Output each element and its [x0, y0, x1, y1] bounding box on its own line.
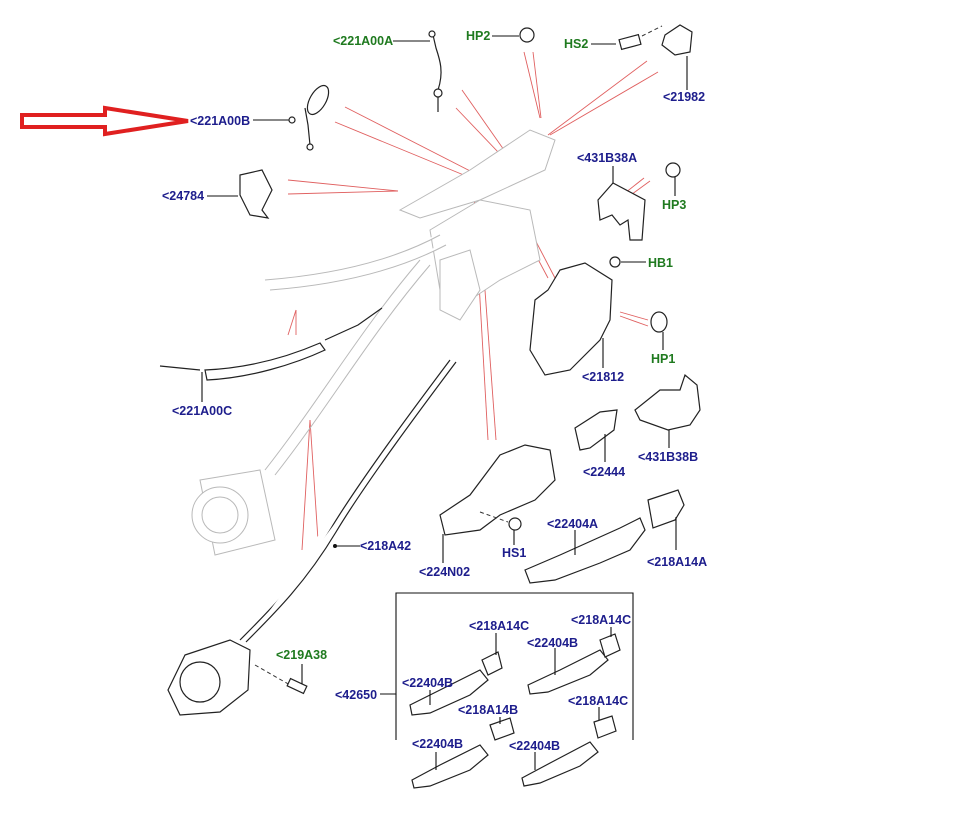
part-431B38B	[634, 373, 701, 448]
label-22404B-3[interactable]: <22404B	[412, 737, 464, 751]
label-221A00B[interactable]: <221A00B	[190, 114, 251, 128]
part-HS2	[591, 25, 663, 51]
label-HP3[interactable]: HP3	[662, 198, 687, 212]
label-22404B-1[interactable]: <22404B	[527, 636, 579, 650]
part-22404A	[524, 517, 646, 584]
part-lower-latch	[167, 639, 291, 716]
label-HB1[interactable]: HB1	[648, 256, 674, 270]
label-24784[interactable]: <24784	[162, 189, 205, 203]
label-22444[interactable]: <22444	[583, 465, 626, 479]
label-HS2[interactable]: HS2	[564, 37, 589, 51]
part-218A42	[239, 359, 457, 643]
part-224N02	[439, 444, 556, 563]
label-22404B-4[interactable]: <22404B	[509, 739, 561, 753]
part-HS1	[508, 517, 522, 545]
part-21812	[529, 262, 613, 376]
part-HP1	[650, 311, 668, 350]
label-431B38B[interactable]: <431B38B	[638, 450, 699, 464]
part-219A38	[286, 664, 308, 695]
label-22404A[interactable]: <22404A	[547, 517, 599, 531]
part-HP3	[665, 162, 681, 196]
part-HB1	[609, 256, 646, 268]
part-22444	[574, 409, 618, 462]
label-42650[interactable]: <42650	[335, 688, 378, 702]
latch-assembly-ghost	[191, 129, 556, 556]
part-218A14A	[647, 489, 685, 550]
highlight-arrow	[20, 105, 189, 137]
label-224N02[interactable]: <224N02	[419, 565, 471, 579]
part-431B38A	[597, 166, 646, 241]
kit-handles	[409, 627, 621, 789]
part-HP2	[492, 27, 535, 43]
label-218A14C-1[interactable]: <218A14C	[469, 619, 530, 633]
label-HS1[interactable]: HS1	[502, 546, 527, 560]
part-24784	[207, 169, 273, 219]
part-221A00B	[253, 84, 330, 151]
label-218A14C-3[interactable]: <218A14C	[568, 694, 629, 708]
label-HP2[interactable]: HP2	[466, 29, 491, 43]
label-221A00C[interactable]: <221A00C	[172, 404, 233, 418]
part-221A00C	[159, 307, 383, 402]
label-218A42[interactable]: <218A42	[360, 539, 412, 553]
label-219A38[interactable]: <219A38	[276, 648, 328, 662]
label-431B38A[interactable]: <431B38A	[577, 151, 638, 165]
label-218A14A[interactable]: <218A14A	[647, 555, 708, 569]
label-221A00A[interactable]: <221A00A	[333, 34, 394, 48]
label-21982[interactable]: <21982	[663, 90, 706, 104]
part-221A00A	[393, 30, 443, 112]
callout-lines	[287, 51, 659, 551]
label-22404B-2[interactable]: <22404B	[402, 676, 454, 690]
label-21812[interactable]: <21812	[582, 370, 625, 384]
label-218A14B[interactable]: <218A14B	[458, 703, 519, 717]
part-21982	[661, 24, 693, 90]
label-HP1[interactable]: HP1	[651, 352, 676, 366]
label-218A14C-2[interactable]: <218A14C	[571, 613, 632, 627]
kit-bracket	[380, 592, 634, 740]
